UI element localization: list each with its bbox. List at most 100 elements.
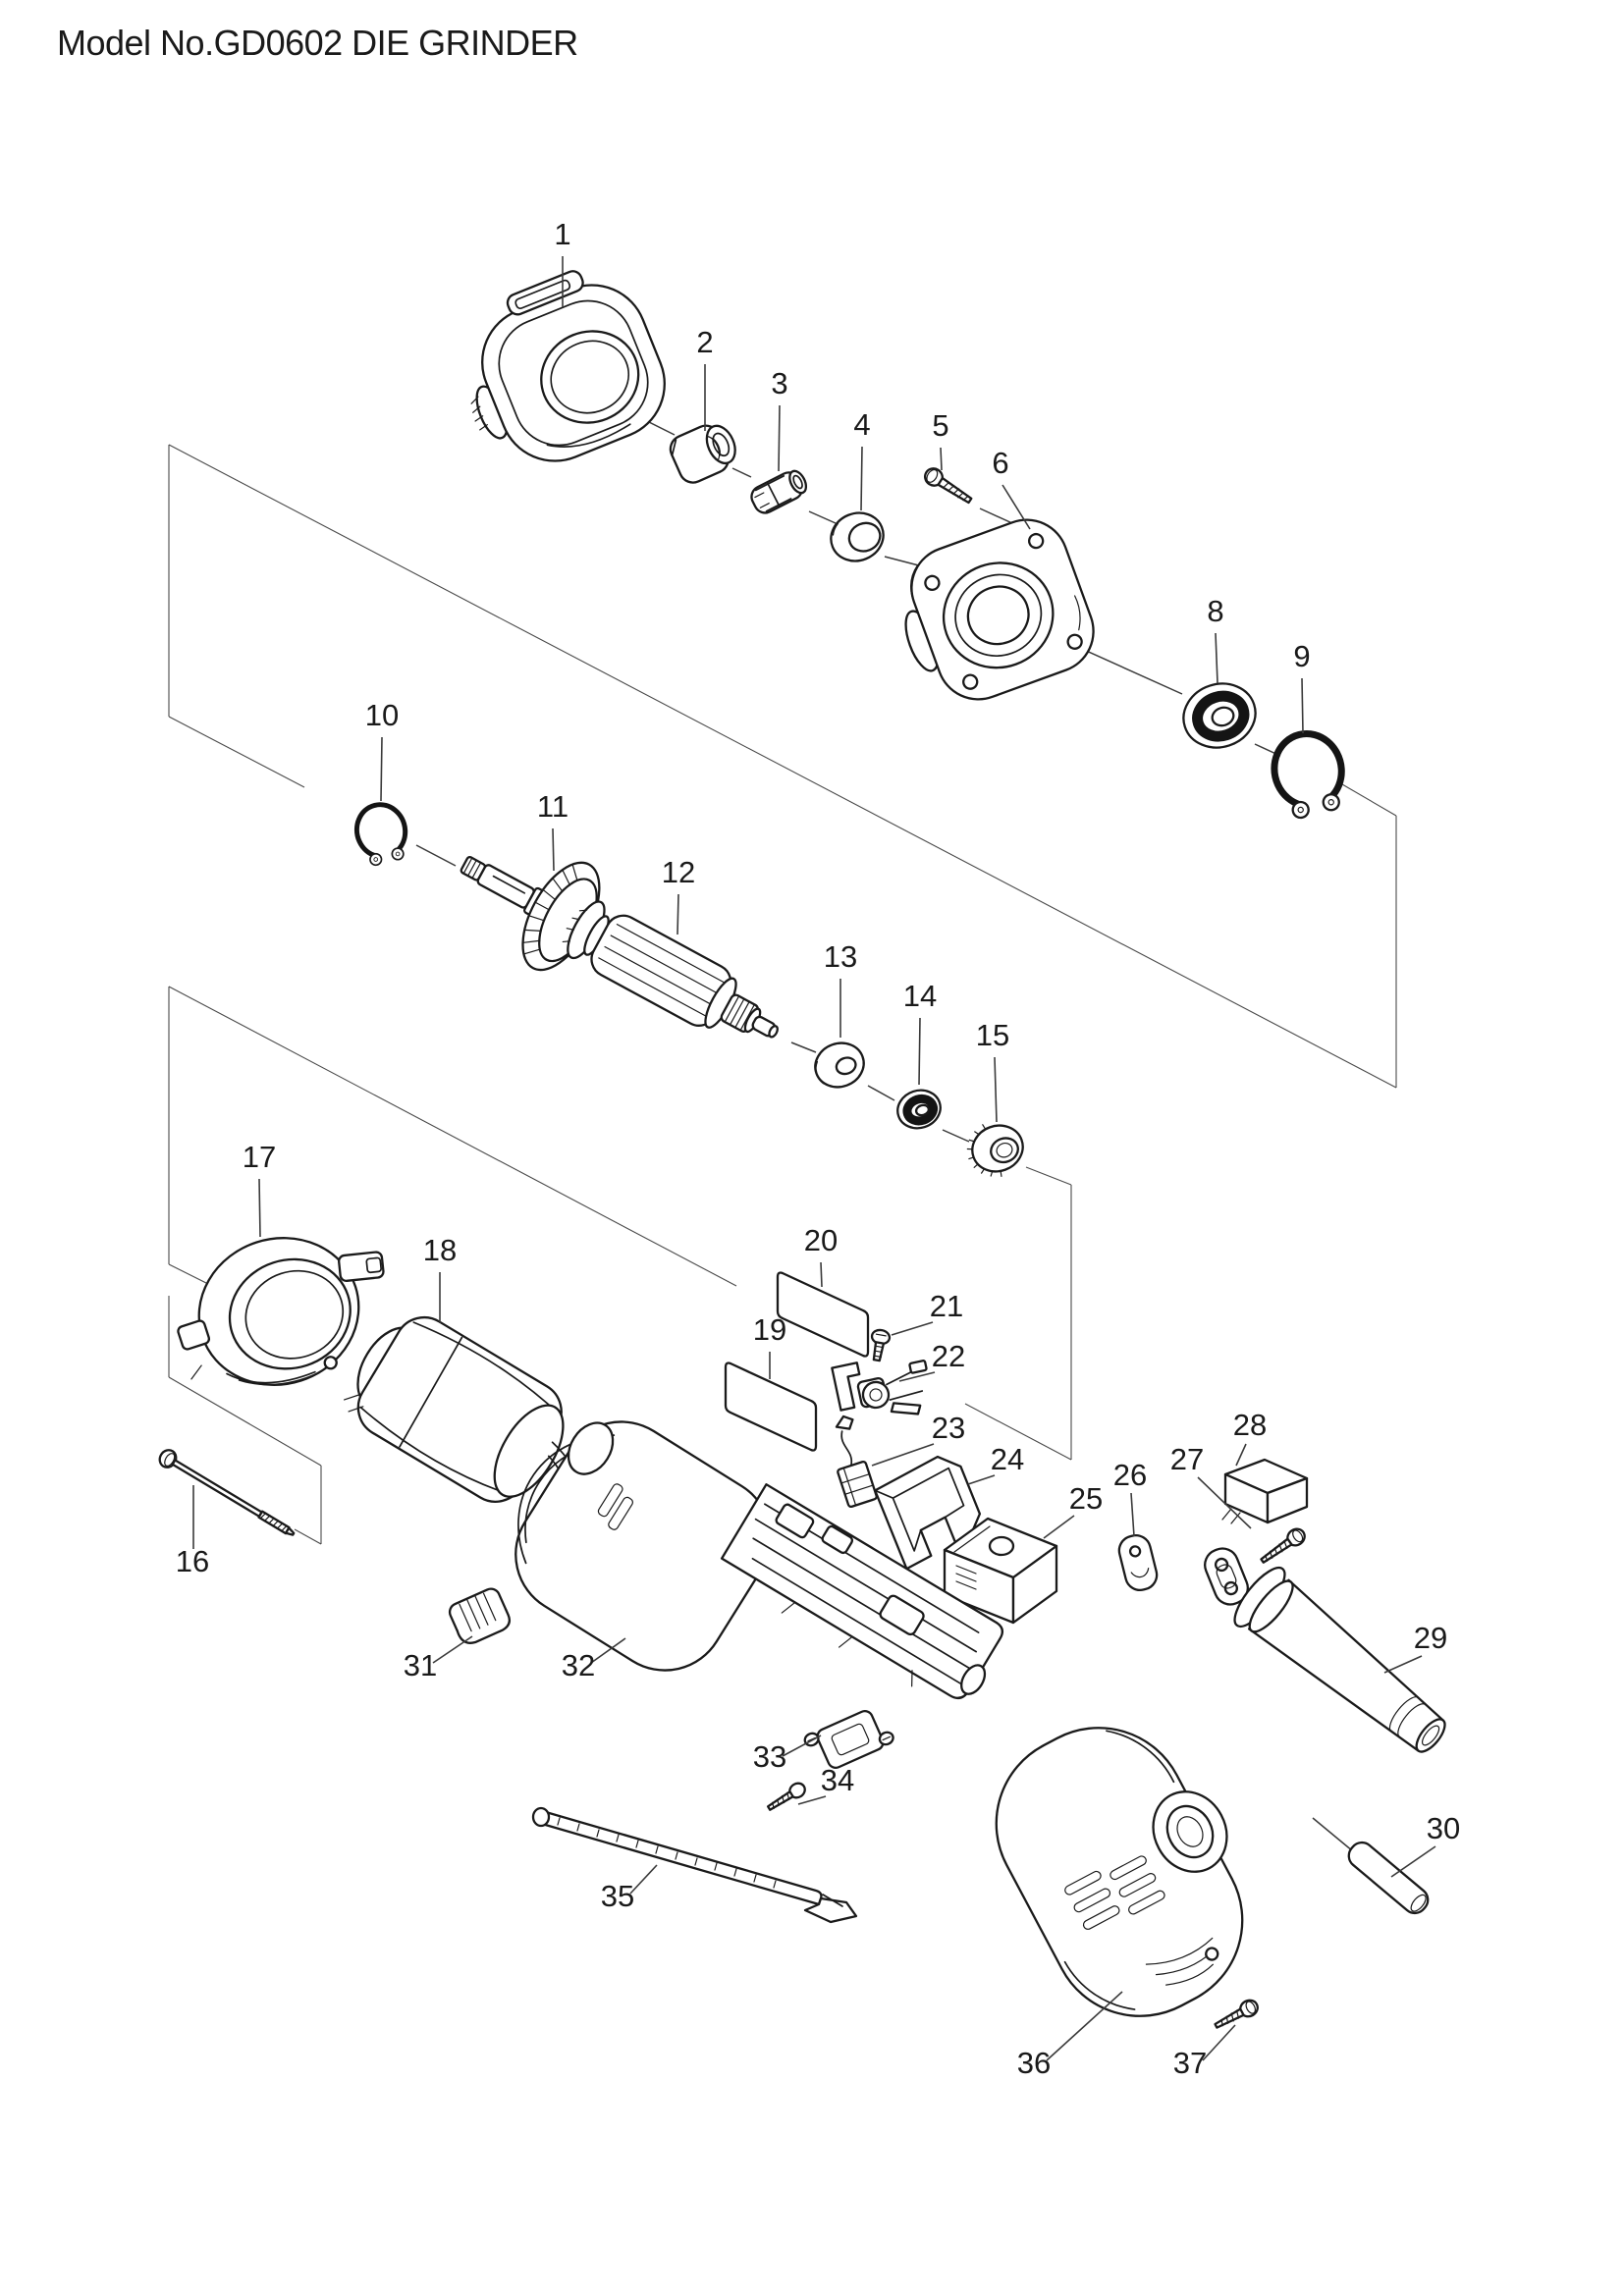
part-15-leader bbox=[994, 1056, 998, 1123]
part-37-label: 37 bbox=[1173, 2046, 1207, 2080]
part-30-label: 30 bbox=[1427, 1811, 1460, 1845]
part-24-leader bbox=[967, 1474, 996, 1485]
part-17-leader bbox=[258, 1178, 261, 1238]
part-5-leader bbox=[940, 447, 943, 471]
part-35-leader bbox=[629, 1864, 658, 1895]
connector-lines bbox=[275, 392, 1354, 1852]
part-22-label: 22 bbox=[932, 1339, 965, 1373]
part-18-drawing bbox=[344, 1315, 578, 1526]
part-9-label: 9 bbox=[1293, 639, 1310, 673]
part-27-leader bbox=[1197, 1476, 1252, 1529]
part-10-label: 10 bbox=[365, 698, 399, 732]
part-36-drawing bbox=[995, 1727, 1244, 2017]
part-26-drawing bbox=[1117, 1533, 1159, 1592]
part-29-drawing bbox=[1233, 1566, 1446, 1753]
part-29-leader bbox=[1383, 1655, 1423, 1674]
part-1-drawing bbox=[470, 270, 666, 462]
part-27-label: 27 bbox=[1170, 1442, 1204, 1476]
part-3-label: 3 bbox=[771, 366, 787, 400]
part-14-label: 14 bbox=[903, 979, 937, 1013]
part-25-drawing bbox=[943, 1517, 1058, 1625]
part-8-drawing bbox=[1182, 682, 1257, 749]
part-4-leader bbox=[860, 446, 863, 511]
part-33-leader bbox=[782, 1735, 822, 1757]
zone-line-0 bbox=[168, 444, 1397, 1089]
part-23-drawing bbox=[835, 1415, 878, 1509]
part-34-label: 34 bbox=[821, 1763, 854, 1797]
zone-line-2 bbox=[168, 716, 305, 788]
zone-line-6 bbox=[964, 1403, 1072, 1461]
zone-line-10 bbox=[168, 1376, 322, 1467]
part-28-leader bbox=[1235, 1443, 1247, 1467]
page-title: Model No.GD0602 DIE GRINDER bbox=[57, 23, 578, 63]
part-33-label: 33 bbox=[753, 1739, 786, 1774]
part-20-drawing bbox=[776, 1271, 870, 1358]
part-4-drawing bbox=[830, 511, 885, 562]
part-6-drawing bbox=[904, 518, 1095, 701]
part-31-label: 31 bbox=[404, 1648, 437, 1682]
part-15-drawing bbox=[966, 1124, 1024, 1177]
zone-lines bbox=[168, 444, 1397, 1545]
part-27-drawing bbox=[1204, 1527, 1306, 1606]
part-35-label: 35 bbox=[601, 1879, 634, 1913]
part-drawings bbox=[158, 270, 1446, 2029]
connector-line-1 bbox=[731, 467, 752, 478]
part-34-drawing bbox=[766, 1782, 806, 1811]
part-14-leader bbox=[918, 1017, 921, 1086]
part-2-label: 2 bbox=[696, 325, 713, 359]
part-3-leader bbox=[778, 404, 781, 472]
connector-line-8 bbox=[790, 1041, 817, 1053]
part-34-leader bbox=[797, 1795, 827, 1805]
part-24-label: 24 bbox=[991, 1442, 1024, 1476]
zone-line-5 bbox=[168, 986, 737, 1287]
part-26-leader bbox=[1130, 1492, 1135, 1537]
part-21-label: 21 bbox=[930, 1289, 963, 1323]
part-32-drawing bbox=[514, 1420, 1004, 1700]
part-11-label: 11 bbox=[537, 789, 568, 824]
part-23-leader bbox=[871, 1443, 935, 1467]
part-5-drawing bbox=[923, 467, 973, 505]
part-1-label: 1 bbox=[554, 217, 570, 251]
part-17-drawing bbox=[177, 1237, 385, 1386]
connector-line-2 bbox=[808, 510, 837, 524]
part-37-drawing bbox=[1214, 1999, 1259, 2029]
part-29-label: 29 bbox=[1414, 1621, 1447, 1655]
part-9-drawing bbox=[1271, 730, 1345, 820]
part-12-label: 12 bbox=[662, 855, 695, 889]
part-11-12-drawing bbox=[460, 856, 779, 1039]
part-13-drawing bbox=[814, 1041, 865, 1089]
part-16-label: 16 bbox=[176, 1544, 209, 1578]
part-31-drawing bbox=[448, 1587, 511, 1644]
part-2-drawing bbox=[669, 424, 736, 484]
part-31-leader bbox=[432, 1635, 473, 1664]
zone-line-3 bbox=[1025, 1166, 1072, 1186]
part-36-label: 36 bbox=[1017, 2046, 1051, 2080]
part-6-label: 6 bbox=[992, 446, 1008, 480]
part-8-leader bbox=[1215, 632, 1218, 684]
part-20-leader bbox=[820, 1261, 823, 1288]
part-37-leader bbox=[1202, 2024, 1236, 2061]
zone-line-13 bbox=[1341, 783, 1397, 817]
part-23-label: 23 bbox=[932, 1411, 965, 1445]
part-35-drawing bbox=[531, 1806, 858, 1924]
part-28-label: 28 bbox=[1233, 1408, 1267, 1442]
part-10-drawing bbox=[353, 802, 408, 867]
part-30-leader bbox=[1390, 1845, 1436, 1878]
part-20-label: 20 bbox=[804, 1223, 838, 1257]
connector-line-9 bbox=[867, 1085, 895, 1101]
connector-line-7 bbox=[415, 844, 457, 867]
part-21-leader bbox=[891, 1321, 934, 1336]
part-12-leader bbox=[677, 893, 679, 935]
part-5-label: 5 bbox=[932, 408, 948, 443]
part-25-leader bbox=[1043, 1515, 1075, 1539]
part-32-leader bbox=[590, 1637, 626, 1664]
part-21-drawing bbox=[870, 1328, 892, 1362]
part-19-label: 19 bbox=[753, 1312, 786, 1347]
part-8-label: 8 bbox=[1207, 594, 1223, 628]
part-11-leader bbox=[552, 828, 555, 872]
part-28-drawing bbox=[1221, 1458, 1309, 1524]
zone-line-12 bbox=[294, 1528, 322, 1545]
